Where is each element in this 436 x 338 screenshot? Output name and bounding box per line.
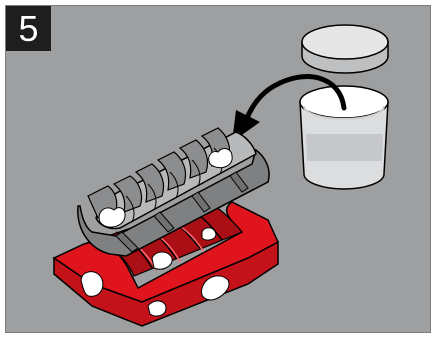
illustration-panel: 5	[5, 5, 431, 333]
grease-container-lid	[301, 24, 389, 74]
step-number-badge: 5	[6, 6, 51, 51]
bearing-housing-icon	[52, 201, 279, 327]
bearing-shell-icon	[77, 127, 270, 257]
grease-application-illustration	[52, 24, 389, 327]
